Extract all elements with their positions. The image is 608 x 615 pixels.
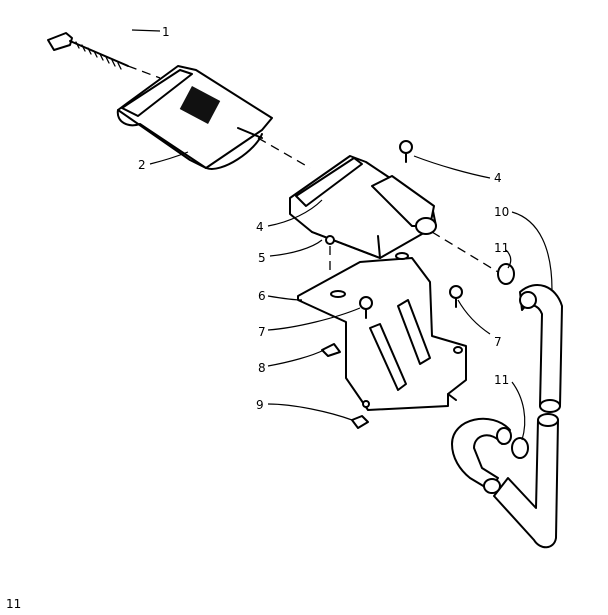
label-part-1: 1 — [162, 25, 170, 39]
mid-housing — [289, 155, 437, 259]
label-part-11-lower: 11 — [494, 373, 509, 387]
label-part-4-upper: 4 — [494, 171, 502, 185]
part-1-screw — [47, 32, 129, 70]
page-footer-mark: 11 — [6, 597, 22, 611]
part-8-clip — [321, 343, 341, 357]
part-10-hose — [451, 284, 563, 549]
part-7-screw-left — [359, 296, 373, 319]
part-9-nut — [351, 415, 369, 429]
part-2-housing — [116, 65, 273, 170]
label-part-6: 6 — [258, 289, 266, 303]
part-6-plate — [297, 252, 467, 411]
leader-lines — [131, 29, 553, 441]
label-part-9: 9 — [256, 398, 264, 412]
alignment-line-2 — [257, 137, 311, 169]
label-part-11-upper: 11 — [494, 241, 509, 255]
alignment-line-1 — [127, 65, 161, 79]
label-part-8: 8 — [258, 361, 266, 375]
label-part-4-lower: 4 — [256, 220, 264, 234]
part-11-clamp-upper — [497, 263, 515, 285]
label-part-7-right: 7 — [494, 335, 502, 349]
label-part-5: 5 — [258, 251, 266, 265]
alignment-line-3 — [431, 231, 499, 273]
label-part-10: 10 — [494, 205, 509, 219]
part-11-clamp-lower — [511, 437, 529, 459]
label-part-7-left: 7 — [258, 325, 266, 339]
part-7-screw-right — [449, 285, 463, 308]
label-part-2: 2 — [138, 158, 146, 172]
part-4-screw-upper — [399, 140, 413, 163]
